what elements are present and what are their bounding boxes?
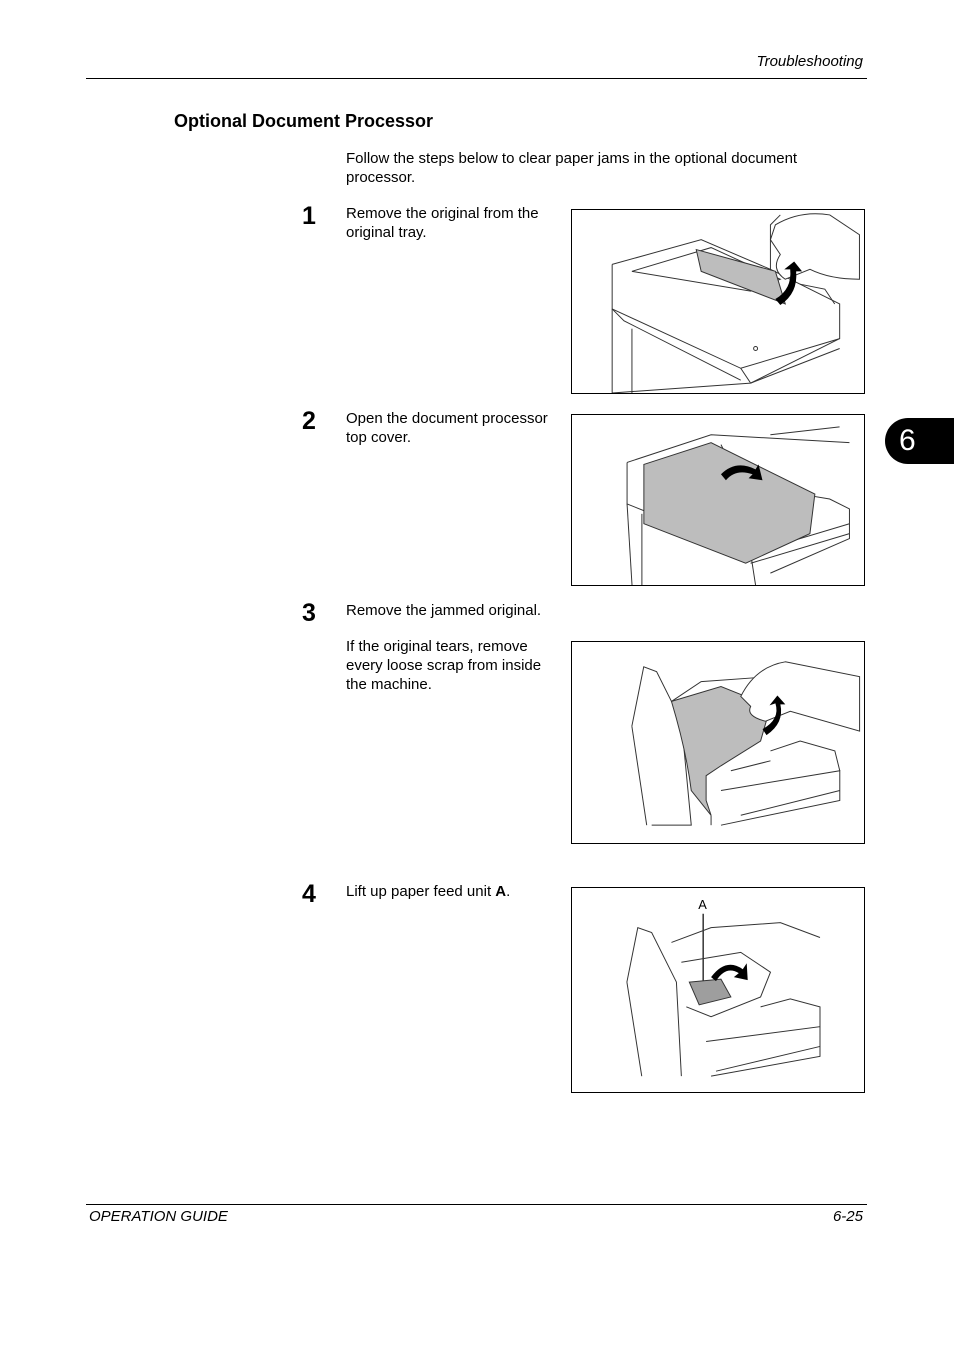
step-3-number: 3 (302, 599, 316, 627)
step-2-illustration (571, 414, 865, 586)
section-title: Optional Document Processor (174, 111, 434, 131)
open-top-cover-illustration (626, 426, 850, 585)
callout-a-label: A (698, 897, 707, 912)
step-1-illustration (571, 209, 865, 394)
step-3-illustration (571, 641, 865, 844)
step-4-number: 4 (302, 880, 316, 908)
remove-jammed-original-illustration (631, 661, 861, 826)
step-3-note: If the original tears, remove every loos… (346, 638, 542, 693)
step-1-number: 1 (302, 202, 316, 230)
step-2-number: 2 (302, 407, 316, 435)
step-2-text: Open the document processor top cover. (346, 410, 548, 446)
step-4-text: Lift up paper feed unit A. (346, 883, 511, 900)
header-rule (86, 78, 867, 79)
remove-original-illustration (611, 213, 860, 393)
lift-feed-unit-illustration: A (626, 897, 821, 1077)
step-1-text: Remove the original from the original tr… (346, 205, 539, 241)
page-number: 6-25 (832, 1208, 863, 1225)
feed-unit-label: A (495, 883, 507, 900)
step-4-illustration: A (571, 887, 865, 1093)
footer-rule (86, 1204, 867, 1205)
intro-text: Follow the steps below to clear paper ja… (346, 150, 798, 186)
step-3-text: Remove the jammed original. (346, 602, 542, 619)
running-header: Troubleshooting (756, 53, 863, 70)
footer-guide-title: OPERATION GUIDE (89, 1208, 228, 1225)
chapter-tab: 6 (885, 418, 954, 464)
